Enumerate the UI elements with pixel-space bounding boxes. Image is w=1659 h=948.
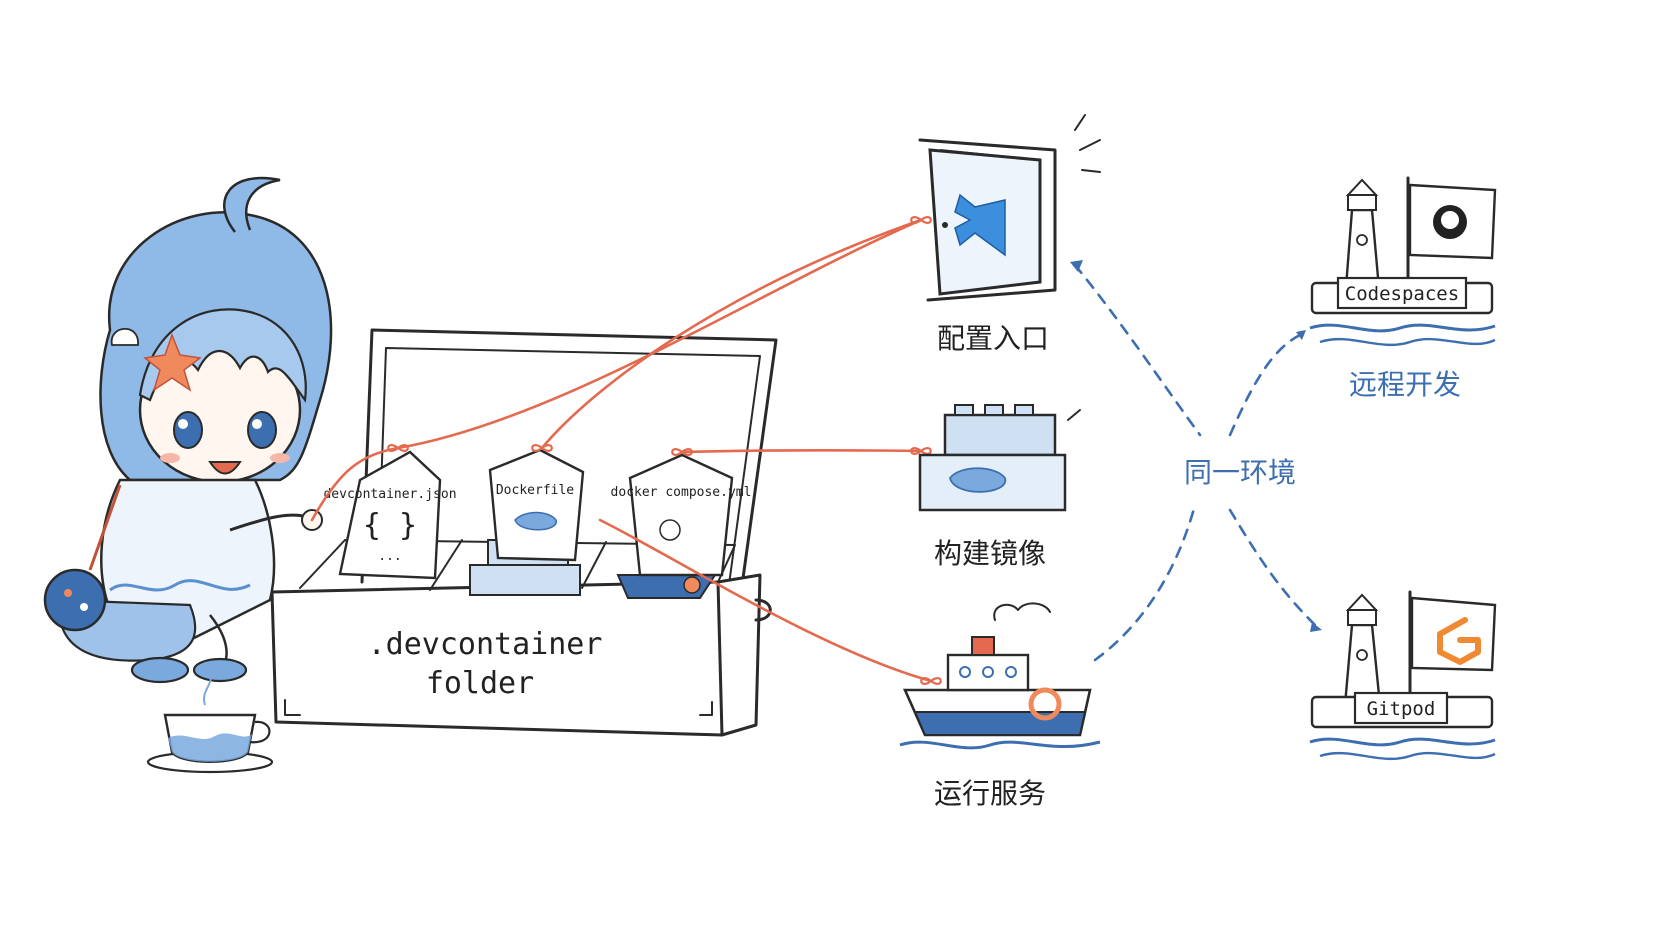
label-run-services: 运行服务: [934, 777, 1046, 810]
label-same-environment: 同一环境: [1184, 456, 1296, 489]
vscode-door-icon: [918, 114, 1101, 302]
tag-devcontainer-braces: { }: [363, 508, 417, 543]
tag-devcontainer-dots: ...: [378, 549, 401, 564]
docker-whale-icon: [514, 511, 557, 531]
box-label-line1: .devcontainer: [368, 627, 603, 662]
label-gitpod: Gitpod: [1367, 698, 1436, 720]
label-build-image: 构建镜像: [934, 537, 1046, 570]
tag-compose-label: docker compose.yml: [611, 485, 752, 500]
docker-blocks-icon: [918, 404, 1081, 512]
tag-devcontainer-json: devcontainer.json { } ...: [323, 450, 457, 580]
ship-icon: [899, 602, 1101, 750]
teacup-icon: [146, 669, 274, 774]
codespaces-lighthouse: Codespaces: [1309, 176, 1497, 347]
label-codespaces: Codespaces: [1345, 283, 1459, 305]
box-label-line2: folder: [426, 666, 534, 701]
red-strings: [310, 218, 933, 683]
gitpod-lighthouse: Gitpod: [1309, 590, 1497, 761]
tag-dockerfile: Dockerfile: [488, 448, 585, 562]
label-remote-dev: 远程开发: [1349, 368, 1461, 401]
connection-lines: [1070, 260, 1322, 662]
vscode-icon: [954, 193, 1006, 257]
lighthouse-icon: [1343, 593, 1382, 707]
octopus-icon: [659, 519, 681, 541]
character-illustration: [43, 176, 333, 684]
tag-dockerfile-label: Dockerfile: [496, 483, 574, 498]
gitpod-icon: [1437, 617, 1481, 665]
docker-whale-icon: [949, 467, 1006, 493]
tag-docker-compose: docker compose.yml: [611, 453, 752, 577]
tag-devcontainer-label: devcontainer.json: [323, 487, 456, 502]
label-config-entry: 配置入口: [937, 322, 1049, 355]
